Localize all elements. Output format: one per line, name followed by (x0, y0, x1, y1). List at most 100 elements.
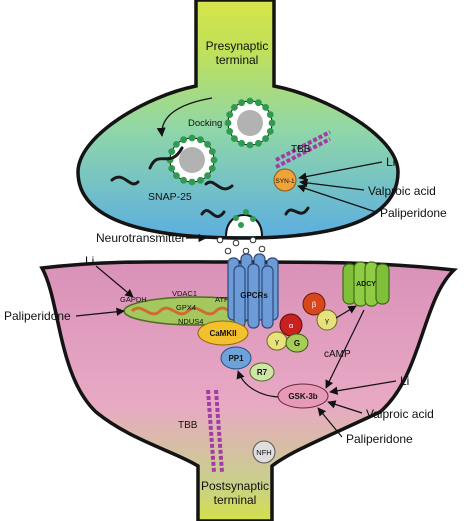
syn1-label: SYN-1 (275, 178, 295, 185)
paliperidone-arrow-mito (75, 307, 125, 317)
svg-text:CaMKII: CaMKII (209, 329, 236, 338)
vesicle-upper (227, 100, 273, 146)
vesicle-granule (250, 216, 256, 222)
paliperidone-label-presynaptic: Paliperidone (380, 206, 447, 220)
postsynaptic-label-line2: terminal (214, 493, 257, 507)
vesicle-granule (238, 139, 246, 147)
g-to-adcy-arrow (335, 305, 357, 319)
g-protein-alpha: α (279, 313, 303, 337)
gpcrs-label: GPCRs (240, 291, 268, 300)
svg-text:G: G (294, 339, 300, 348)
li-label-gsk: Li (400, 374, 409, 388)
adcy-enzyme (342, 261, 390, 307)
postsynaptic-label-line1: Postsynaptic (201, 479, 269, 493)
vesicle-granule (238, 99, 246, 107)
svg-text:α: α (289, 321, 294, 330)
vesicle-granule (188, 178, 196, 186)
vesicle-granule (243, 209, 249, 215)
li-arrow-gsk (329, 380, 397, 395)
vesicle-granules (166, 97, 276, 186)
vesicle-granule (255, 99, 262, 107)
vesicle-granule (233, 215, 239, 221)
snap25-label: SNAP-25 (148, 191, 192, 203)
vesicle-granule (173, 172, 180, 180)
tbb-microtubule-postsynaptic (206, 389, 224, 473)
vesicle-granule (204, 172, 212, 180)
snare-strand (284, 206, 310, 216)
tbb-label-postsynaptic: TBB (178, 420, 198, 431)
neurotransmitter-dots (216, 236, 266, 255)
vesicle-granule (180, 176, 188, 184)
ndus4-label: NDUS4 (178, 317, 203, 326)
vesicle-granule (246, 141, 254, 149)
vdac1-label: VDAC1 (172, 289, 197, 298)
vesicle-granule (238, 222, 244, 228)
paliperidone-label-mito: Paliperidone (4, 309, 71, 323)
vesicle-granule (266, 127, 274, 135)
adcy-label: ADCY (356, 281, 376, 288)
neurotransmitter-label: Neurotransmitter (96, 231, 185, 245)
vesicle-granule (231, 104, 238, 111)
snare-strand (148, 146, 184, 170)
valproic-arrow-presynaptic (299, 178, 365, 191)
paliperidone-arrow-gsk (317, 407, 343, 438)
gpcr-receptor (227, 253, 279, 329)
g-protein-gamma-left: γ (266, 331, 288, 351)
svg-text:β: β (312, 300, 317, 309)
svg-text:γ: γ (275, 337, 279, 346)
vesicle-granule (188, 134, 196, 142)
vesicle-granule (266, 111, 274, 118)
presynaptic-label-line1: Presynaptic (206, 39, 269, 53)
snare-strand (204, 180, 234, 191)
svg-text:R7: R7 (257, 368, 268, 377)
g-protein-beta: β (302, 292, 326, 316)
li-label-mito: Li (85, 254, 94, 268)
vesicle-granule (226, 127, 234, 135)
vesicle-granule (180, 136, 188, 144)
docking-arrow (156, 97, 213, 137)
li-label-presynaptic: Li (386, 155, 395, 169)
camp-label: cAMP (324, 349, 351, 360)
gsk-to-pp1-arrow (236, 370, 279, 398)
snare-strand (200, 209, 226, 218)
docking-label: Docking (188, 118, 222, 129)
valproic-label-gsk: Valproic acid (366, 407, 434, 421)
vesicle-granule (197, 176, 204, 184)
vesicle-granule (204, 141, 212, 148)
valproic-arrow-gsk (327, 400, 363, 414)
vesicle-granule (224, 119, 232, 127)
r7-protein: R7 (249, 362, 275, 382)
paliperidone-arrow-presynaptic (297, 184, 377, 213)
vesicle-granule (231, 135, 238, 143)
camkii-protein: CaMKII (197, 320, 249, 346)
vesicle-granule (255, 139, 262, 147)
svg-text:NFH: NFH (256, 448, 271, 457)
gsk3b-protein: GSK-3b (277, 383, 329, 409)
vesicle-granule (208, 165, 216, 172)
valproic-label-presynaptic: Valproic acid (368, 184, 436, 198)
svg-text:γ: γ (325, 316, 329, 325)
vesicle-granule (168, 148, 176, 156)
vesicle-granule (262, 135, 269, 143)
vesicle-granule (168, 165, 176, 172)
adcy-to-gsk-arrow (325, 309, 365, 389)
vesicle-granule (226, 111, 234, 118)
paliperidone-label-gsk: Paliperidone (346, 432, 413, 446)
vesicle-granule (173, 141, 180, 148)
svg-text:PP1: PP1 (228, 354, 244, 363)
atpa-label: ATPA (215, 295, 233, 304)
snare-strand (110, 175, 140, 186)
tbb-label-presynaptic: TBB (291, 144, 311, 155)
gpx4-label: GPX4 (176, 303, 196, 312)
vesicle-granule (246, 97, 254, 105)
vesicle-granule (197, 136, 204, 144)
vesicle-granule (262, 104, 269, 111)
tbb-microtubule-presynaptic (275, 130, 331, 169)
li-arrow-presynaptic (298, 161, 383, 181)
pp1-protein: PP1 (220, 346, 252, 370)
vesicle-granule (208, 148, 216, 156)
vesicle-granule (210, 156, 218, 164)
presynaptic-label-line2: terminal (216, 53, 259, 67)
li-arrow-mito (95, 265, 134, 298)
